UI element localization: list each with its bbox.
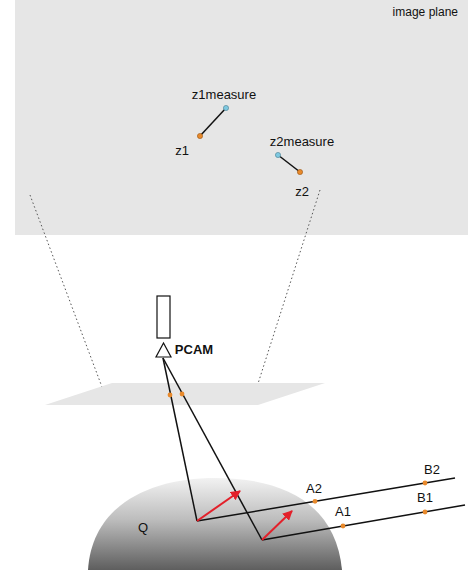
camera-lens xyxy=(156,343,171,357)
frustum-line xyxy=(255,190,320,393)
point-label: z1measure xyxy=(192,88,256,101)
point-label: A2 xyxy=(306,482,322,495)
point-label: B1 xyxy=(417,491,433,504)
surface xyxy=(88,478,342,570)
image-plane: image plane xyxy=(15,0,468,235)
point-label: B2 xyxy=(424,463,440,476)
ray-point xyxy=(341,524,346,529)
residual-line xyxy=(278,155,300,172)
reflected-ray xyxy=(262,505,465,540)
measured-point xyxy=(275,152,280,157)
plane-label: image plane xyxy=(393,5,458,19)
reflected-ray xyxy=(197,478,455,521)
camera-label: PCAM xyxy=(175,343,213,356)
camera-ray xyxy=(163,358,262,540)
camera-ray xyxy=(163,358,197,521)
point-label: A1 xyxy=(335,505,351,518)
plane-point xyxy=(180,392,185,397)
surface-label: Q xyxy=(138,521,148,534)
point-label: z1 xyxy=(175,144,189,157)
ray-point xyxy=(423,510,428,515)
residual-line xyxy=(200,108,226,136)
frustum-line xyxy=(30,195,105,395)
ray-point xyxy=(313,499,318,504)
ray-point xyxy=(423,481,428,486)
point-label: z2 xyxy=(295,185,309,198)
plane-point xyxy=(168,393,173,398)
camera-body xyxy=(157,296,170,338)
projected-point xyxy=(297,169,302,174)
normal-arrow xyxy=(197,491,240,521)
measured-point xyxy=(223,105,228,110)
projected-point xyxy=(197,133,202,138)
projection-plane xyxy=(45,383,325,405)
point-label: z2measure xyxy=(270,135,334,148)
normal-arrow xyxy=(262,511,292,540)
